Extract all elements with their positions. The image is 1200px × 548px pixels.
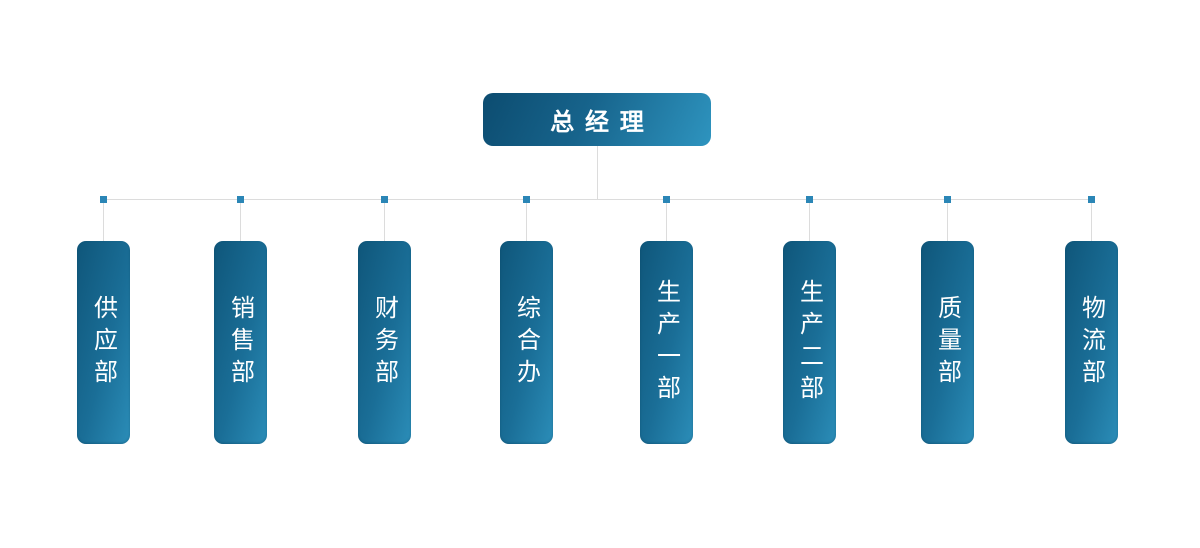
junction-square-icon [237,196,244,203]
root-node-label: 总经理 [550,108,655,136]
dept-node-general-office: 综合办 [500,241,553,444]
drop-connector-line [947,203,948,241]
dept-node-label: 综合办 [512,294,541,391]
junction-square-icon [1088,196,1095,203]
junction-square-icon [381,196,388,203]
dept-node-quality: 质量部 [921,241,974,444]
drop-connector-line [240,203,241,241]
dept-node-sales: 销售部 [214,241,267,444]
drop-connector-line [1091,203,1092,241]
dept-node-logistics: 物流部 [1065,241,1118,444]
junction-square-icon [806,196,813,203]
dept-column-production-1: 生产一部 [640,196,693,444]
drop-connector-line [103,203,104,241]
dept-node-label: 物流部 [1077,294,1106,391]
dept-column-production-2: 生产二部 [783,196,836,444]
dept-column-sales: 销售部 [214,196,267,444]
dept-node-production-1: 生产一部 [640,241,693,444]
dept-node-production-2: 生产二部 [783,241,836,444]
root-node-general-manager: 总经理 [483,93,711,146]
dept-node-supply: 供应部 [77,241,130,444]
drop-connector-line [809,203,810,241]
dept-column-quality: 质量部 [921,196,974,444]
junction-square-icon [944,196,951,203]
dept-column-logistics: 物流部 [1065,196,1118,444]
dept-column-general-office: 综合办 [500,196,553,444]
junction-square-icon [663,196,670,203]
dept-column-finance: 财务部 [358,196,411,444]
drop-connector-line [526,203,527,241]
drop-connector-line [384,203,385,241]
dept-node-label: 销售部 [226,294,255,391]
junction-square-icon [100,196,107,203]
drop-connector-line [666,203,667,241]
dept-node-label: 生产二部 [795,278,824,407]
root-stem-connector-line [597,146,598,199]
dept-node-label: 供应部 [89,294,118,391]
dept-node-label: 财务部 [370,294,399,391]
horizontal-trunk-connector-line [104,199,1092,200]
dept-node-label: 质量部 [933,294,962,391]
dept-node-label: 生产一部 [652,278,681,407]
junction-square-icon [523,196,530,203]
dept-node-finance: 财务部 [358,241,411,444]
dept-column-supply: 供应部 [77,196,130,444]
